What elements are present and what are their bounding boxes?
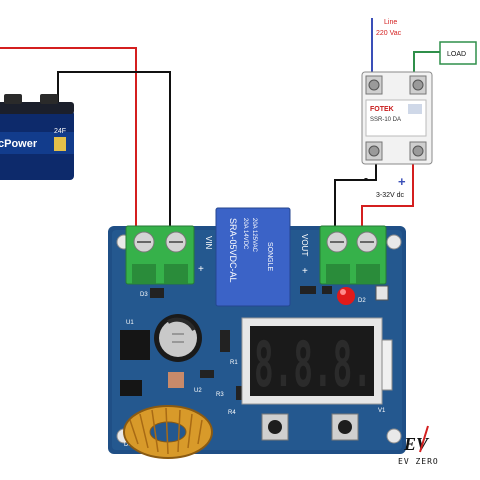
solid-state-relay: FOTEK SSR-10 DA <box>361 71 433 165</box>
load-label: LOAD <box>447 51 466 58</box>
voltage-ac-label: 220 Vac <box>376 30 402 37</box>
wires <box>0 18 440 232</box>
label-r4: R4 <box>228 410 236 416</box>
logo: EV EV ZERO <box>398 425 439 466</box>
label-d3: D3 <box>140 292 148 298</box>
capacitor <box>154 314 202 362</box>
vin-label: VIN <box>204 236 213 250</box>
ssr-brand: FOTEK <box>370 106 394 113</box>
battery-negative-wire <box>57 71 171 232</box>
relay-rating-1: 20A 14VDC <box>242 218 248 250</box>
label-d2: D2 <box>358 298 366 304</box>
push-button-right <box>331 413 359 441</box>
seven-segment-display: 8.8.8. <box>241 317 383 405</box>
vout-plus-label: + <box>302 266 308 277</box>
output-plus-label: + <box>398 174 406 189</box>
load-wire <box>413 51 440 76</box>
battery-brand: cPower <box>0 138 38 150</box>
input-terminal-block <box>125 225 195 285</box>
label-u2: U2 <box>194 388 202 394</box>
push-button-left <box>261 413 289 441</box>
display-digits: 8.8.8. <box>254 328 372 401</box>
led <box>337 287 355 305</box>
relay-brand: SONGLE <box>266 242 273 272</box>
battery-code: 24F <box>54 128 66 135</box>
relay: SRA-05VDC-AL 20A 14VDC 20A 125VAC SONGLE <box>215 207 291 307</box>
ssr-model: SSR-10 DA <box>370 117 401 123</box>
output-negative-wire <box>334 162 377 232</box>
control-board: VIN + SRA-05VDC-AL 20A 14VDC 20A 125VAC … <box>108 207 406 459</box>
label-u1: U1 <box>126 320 134 326</box>
line-label: Line <box>384 19 397 26</box>
relay-model: SRA-05VDC-AL <box>228 218 238 283</box>
label-d1: D1 <box>124 442 132 448</box>
vout-label: VOUT <box>300 234 309 256</box>
label-r1: R1 <box>230 360 238 366</box>
logo-text: EV ZERO <box>398 457 439 466</box>
load-box: LOAD <box>439 41 477 65</box>
label-r3: R3 <box>216 392 224 398</box>
output-terminal-block <box>319 225 387 285</box>
output-positive-wire <box>361 162 414 232</box>
relay-rating-2: 20A 125VAC <box>251 218 257 253</box>
toroid-coil <box>123 405 213 459</box>
battery-positive-wire <box>0 47 137 232</box>
label-v1: V1 <box>378 408 386 414</box>
dc-range-label: 3-32V dc <box>376 192 405 199</box>
logo-mark: EV <box>403 434 430 454</box>
output-minus-label: - <box>364 171 368 185</box>
vin-plus-label: + <box>198 264 204 275</box>
battery: cPower 24F <box>0 94 74 180</box>
